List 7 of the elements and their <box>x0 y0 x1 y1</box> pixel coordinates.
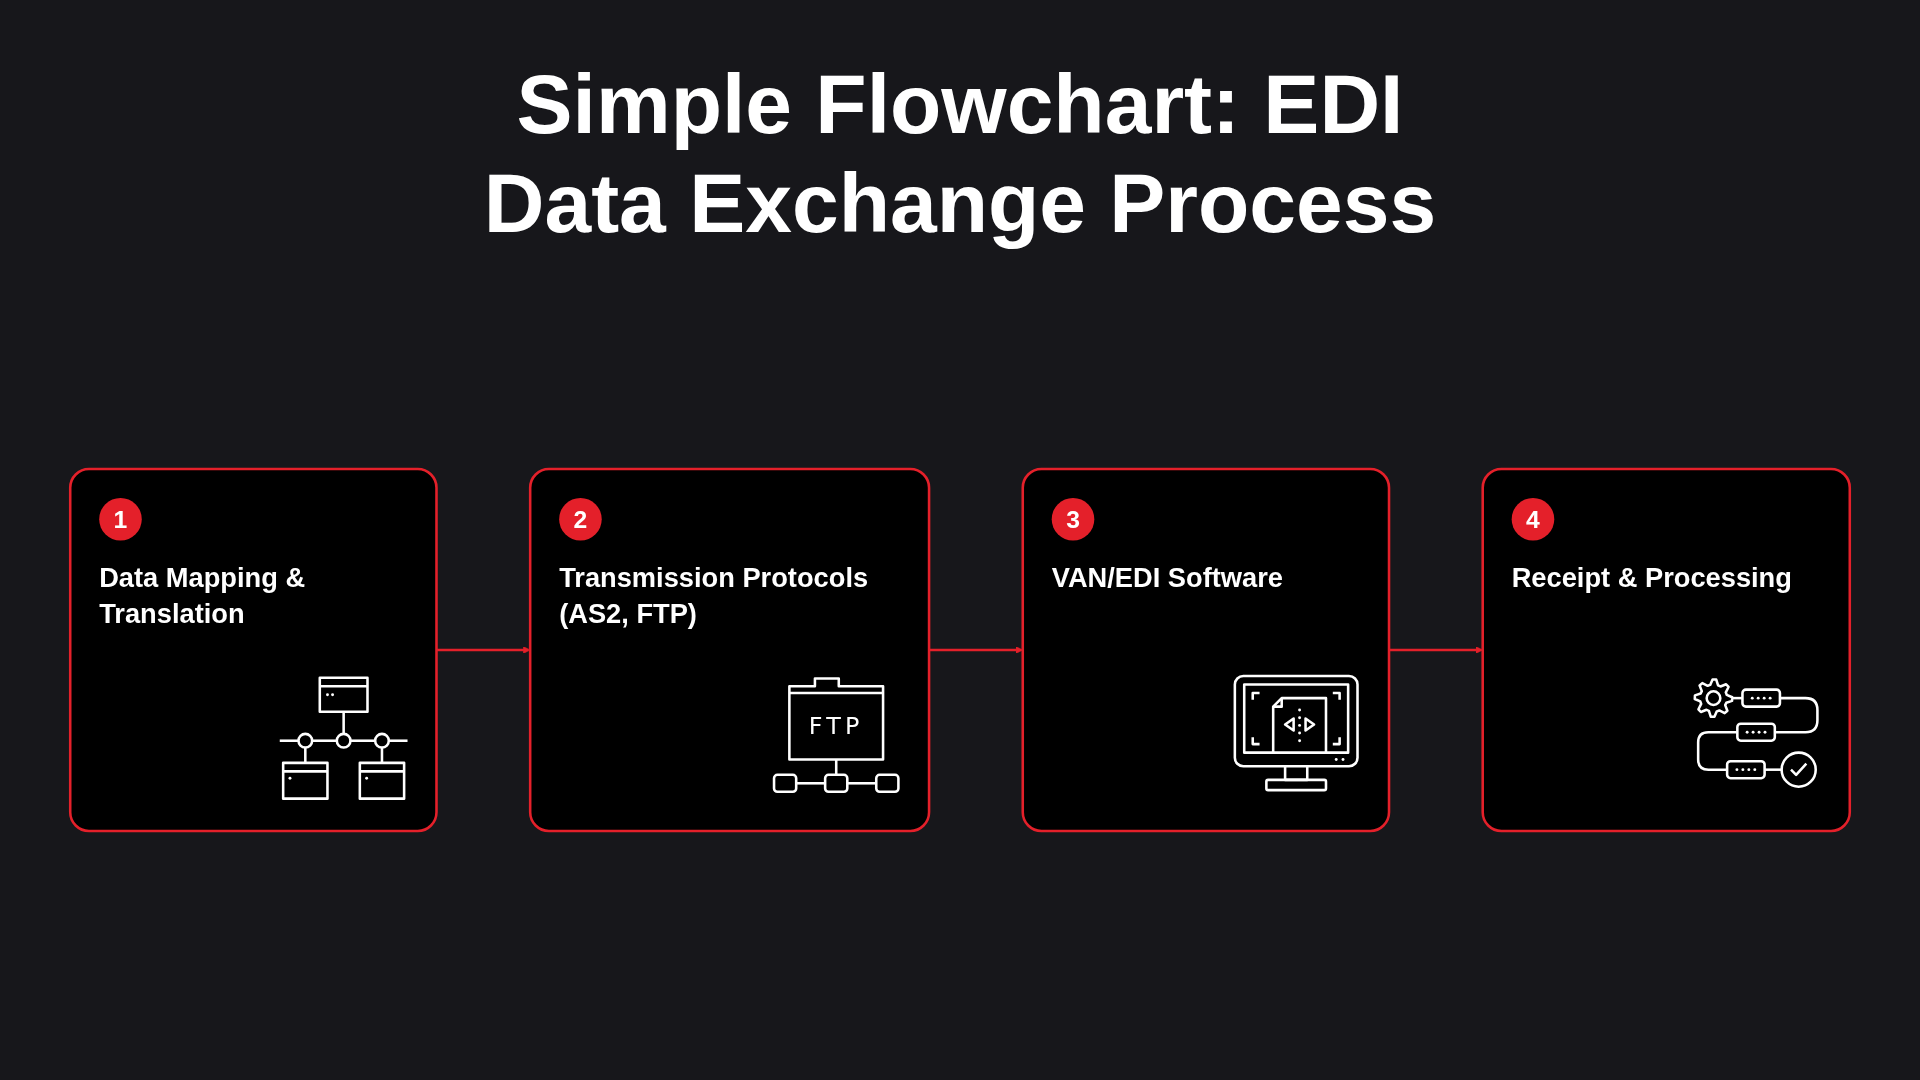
step-title: Receipt & Processing <box>1511 561 1792 596</box>
arrow <box>436 646 531 654</box>
title: Simple Flowchart: EDI Data Exchange Process <box>482 56 1438 253</box>
step-title: VAN/EDI Software <box>1051 561 1283 596</box>
icon-text: FTP <box>808 711 864 740</box>
step-title: Data Mapping & Translation <box>99 561 307 631</box>
step-title: Transmission Protocols (AS2, FTP) <box>559 561 870 631</box>
